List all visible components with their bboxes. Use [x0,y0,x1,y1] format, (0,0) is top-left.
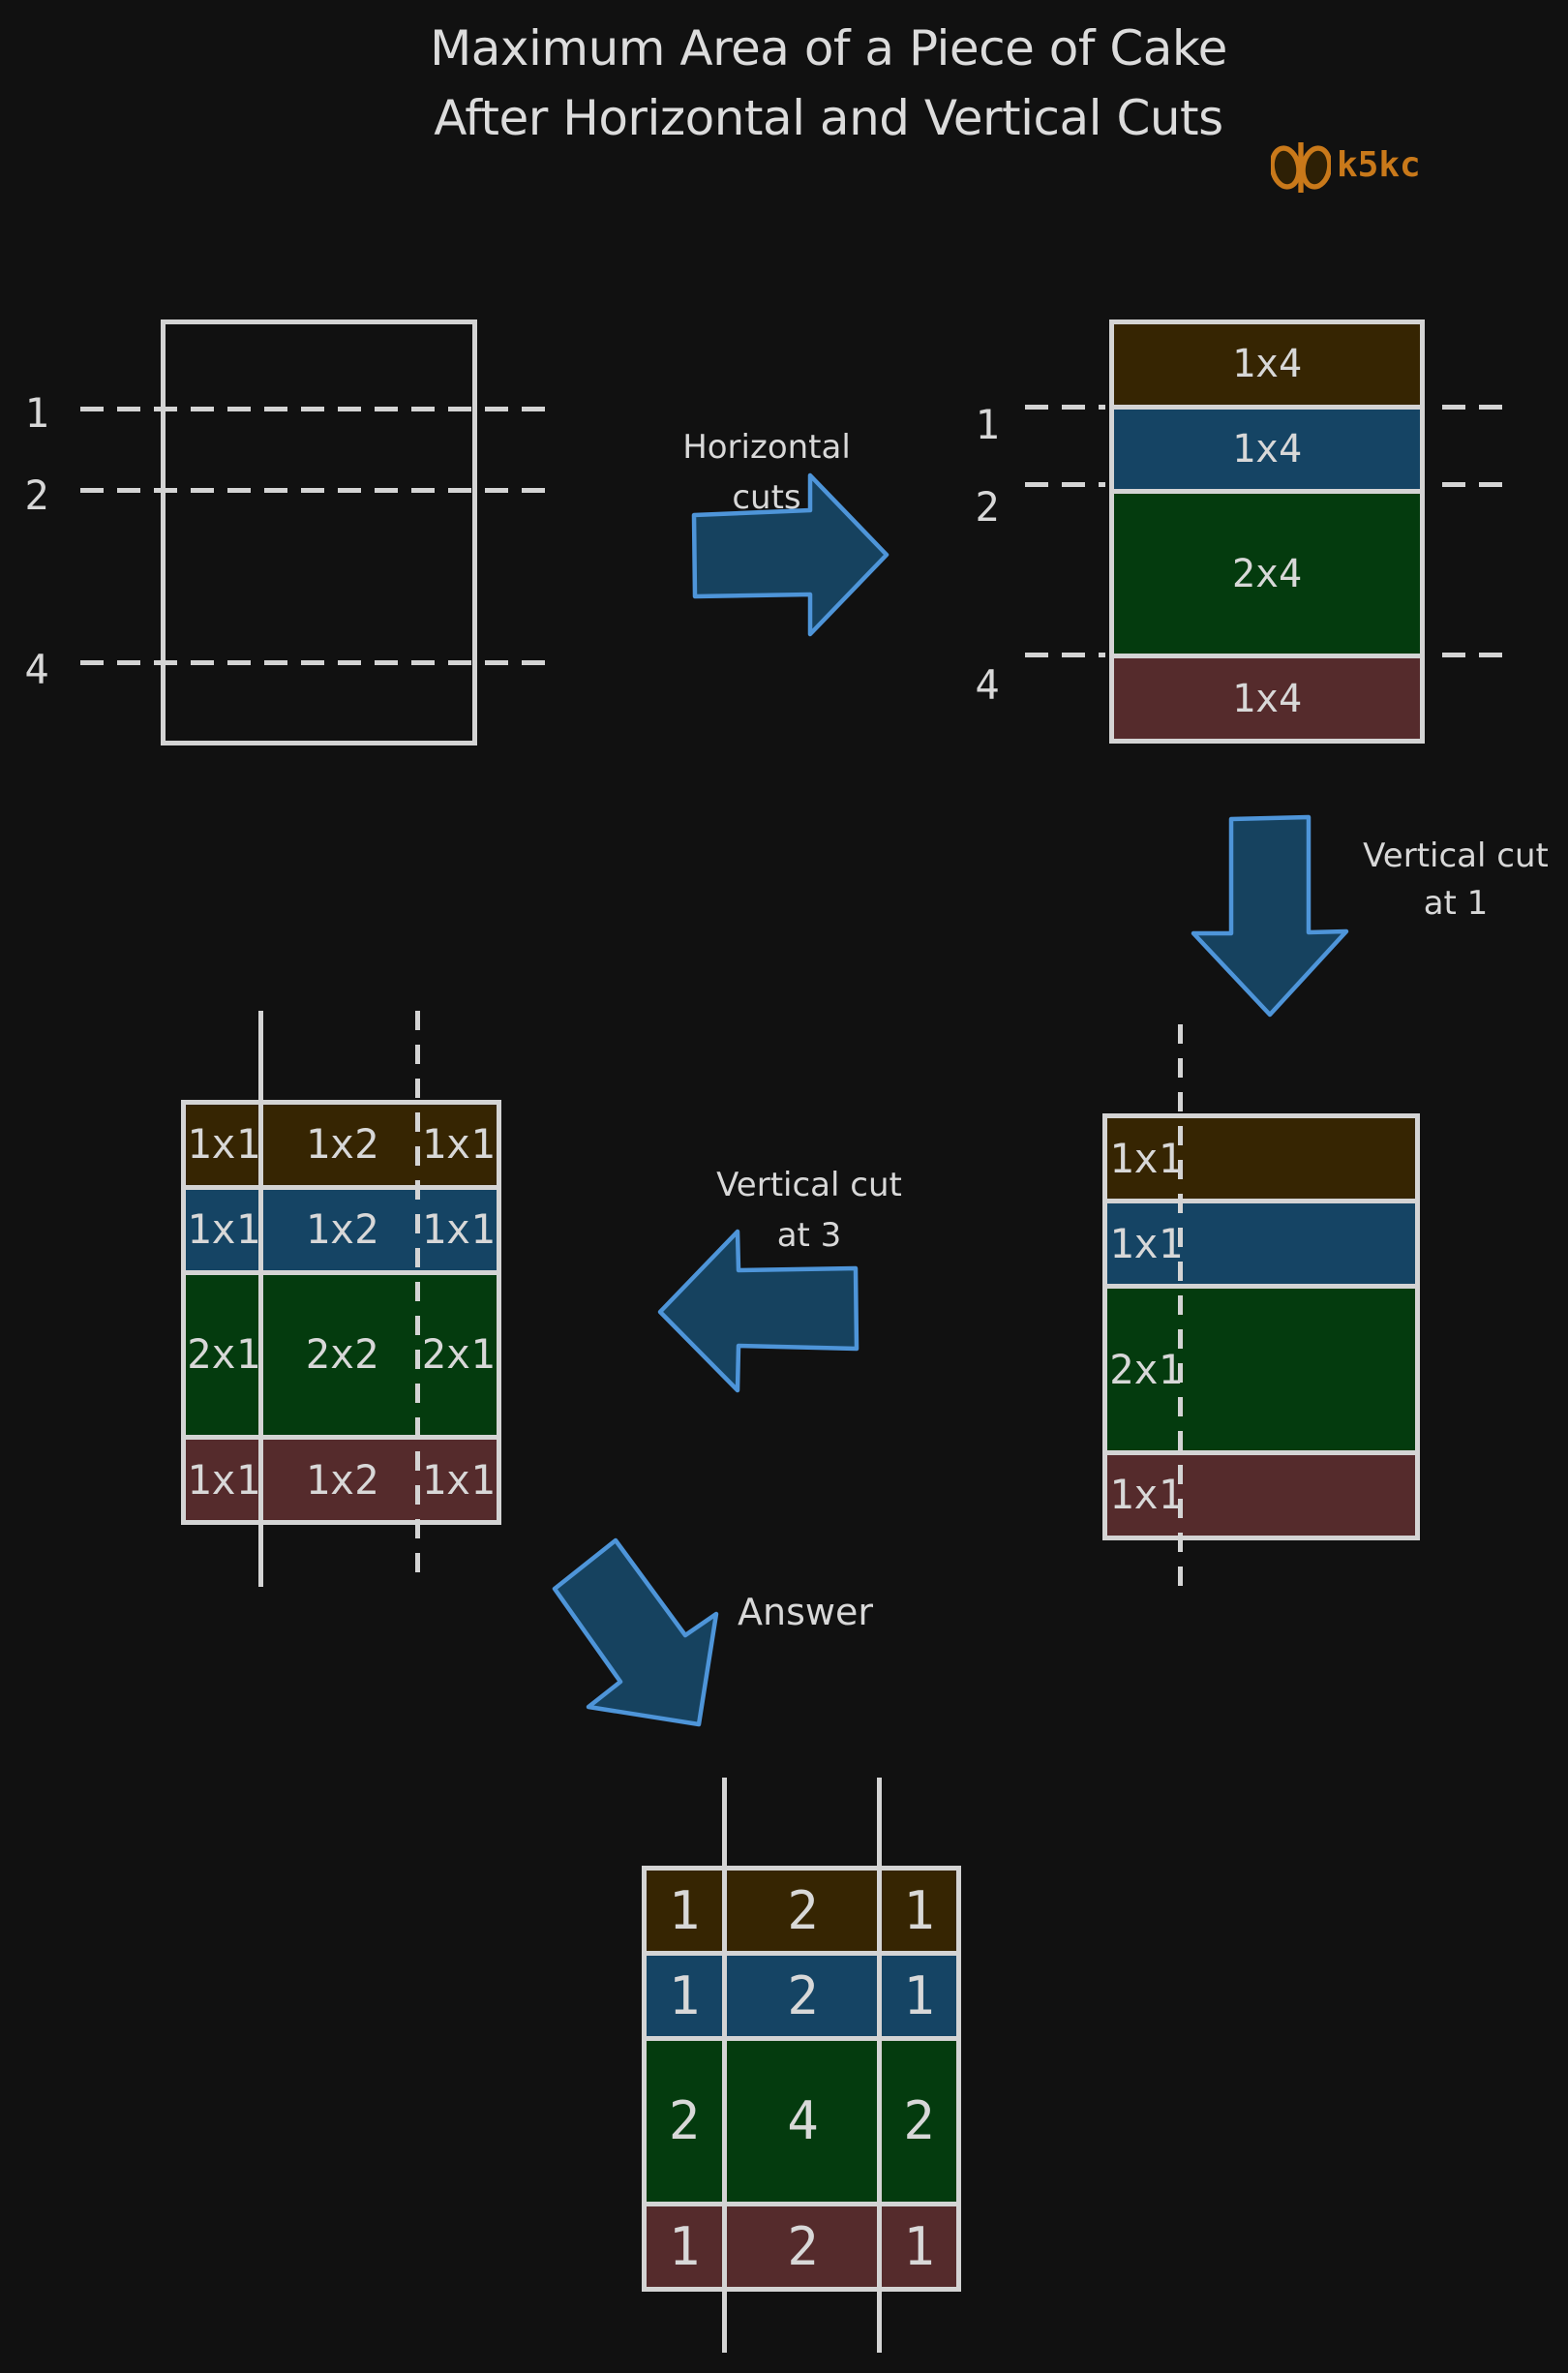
piece-row-green: 2x1 2x2 2x1 [186,1274,497,1436]
piece-row-brown: 1 2 1 [647,1871,956,1951]
vertical-cut-1-label-line2: at 1 [1423,884,1489,923]
arrow-left-vertical-cut-3 [657,1229,859,1393]
horizontal-cut-line-2 [80,488,552,493]
cake-after-vertical-cut-1: 1x1 1x1 2x1 1x1 [1102,1113,1420,1540]
k5kc-butterfly-icon [1271,142,1331,193]
vertical-cut-3-label-line1: Vertical cut [716,1166,902,1204]
arrow-down-vertical-cut-1 [1191,814,1349,1018]
piece-label: 1x2 [305,1205,379,1254]
piece-label: 2x1 [187,1330,260,1379]
area-value: 2 [903,2090,935,2151]
cut-mark-left-4 [1025,653,1105,657]
area-value: 1 [668,1964,701,2026]
page-title-line1: Maximum Area of a Piece of Cake [430,20,1227,76]
area-value: 2 [787,1879,819,1941]
piece-label: 1x1 [421,1205,496,1254]
done-cut-line-at-1 [258,1011,263,1587]
piece-1x4-maroon: 1x4 [1114,658,1420,739]
piece-label: 2x4 [1231,551,1303,596]
vertical-cut-line-at-1 [1178,1024,1183,1597]
horizontal-cut-line-1 [80,407,552,411]
piece-1x4-blue: 1x4 [1114,409,1420,490]
page-title: Maximum Area of a Piece of Cake After Ho… [93,14,1564,153]
piece-2x1-green: 2x1 [1107,1289,1415,1450]
area-value: 1 [668,1879,701,1941]
final-cut-line-1 [722,1778,727,2353]
cake-initial [161,319,477,745]
answer-label: Answer [738,1591,873,1633]
cut-label-1: 1 [24,389,49,437]
piece-label: 1x1 [187,1455,260,1504]
vertical-cut-3-label-line2: at 3 [776,1216,842,1255]
piece-label: 1x1 [187,1205,260,1254]
piece-row-maroon: 1 2 1 [647,2206,956,2287]
piece-row-blue: 1x1 1x2 1x1 [186,1189,497,1270]
area-value: 4 [787,2090,819,2151]
piece-1x1-brown: 1x1 [1107,1118,1415,1200]
piece-row-green: 2 4 2 [647,2041,956,2202]
piece-label: 1x1 [1109,1134,1183,1182]
cut-label-4: 4 [24,646,49,693]
cut-mark-right-4 [1442,653,1502,657]
cake-after-horizontal-cuts: 1x4 1x4 2x4 1x4 [1109,319,1425,744]
piece-label: 1x2 [305,1455,379,1504]
cake-after-vertical-cut-3: 1x1 1x2 1x1 1x1 1x2 1x1 2x1 2x2 2x1 1x1 … [181,1100,501,1525]
area-value: 2 [787,2215,819,2277]
horizontal-cuts-label-line1: Horizontal [682,428,851,467]
area-value: 1 [668,2215,701,2277]
piece-label: 1x2 [305,1120,379,1169]
vertical-cut-line-at-3 [415,1011,420,1587]
final-cut-line-3 [877,1778,882,2353]
piece-label: 1x4 [1231,342,1303,387]
area-value: 1 [903,2215,935,2277]
piece-2x4-green: 2x4 [1114,494,1420,654]
piece-label: 1x1 [421,1455,496,1504]
piece-row-maroon: 1x1 1x2 1x1 [186,1440,497,1520]
arrow-right-horizontal-cuts [691,472,890,637]
area-value: 1 [903,1964,935,2026]
piece-1x1-maroon: 1x1 [1107,1454,1415,1536]
piece-label: 1x1 [1109,1471,1183,1519]
piece-1x4-brown: 1x4 [1114,324,1420,405]
area-value: 2 [787,1964,819,2026]
cut-mark-left-1 [1025,405,1105,410]
piece-label: 1x4 [1231,426,1303,472]
piece-1x1-blue: 1x1 [1107,1203,1415,1285]
cut-label-2: 2 [975,483,1000,531]
piece-label: 1x4 [1231,676,1303,721]
piece-label: 1x1 [421,1120,496,1169]
cut-mark-right-1 [1442,405,1502,410]
piece-label: 2x1 [1109,1345,1183,1393]
page-title-line2: After Horizontal and Vertical Cuts [434,90,1223,146]
cut-label-2: 2 [24,472,49,519]
cut-label-4: 4 [975,661,1000,709]
area-value: 2 [668,2090,701,2151]
cake-answer: 1 2 1 1 2 1 2 4 2 1 2 1 [642,1866,961,2292]
arrow-diagonal-answer [552,1537,719,1727]
area-value: 1 [903,1879,935,1941]
cut-mark-left-2 [1025,482,1105,487]
piece-label: 1x1 [1109,1219,1183,1267]
cut-mark-right-2 [1442,482,1502,487]
piece-label: 2x1 [421,1330,496,1379]
horizontal-cut-line-4 [80,660,552,665]
logo-text: k5kc [1337,145,1421,185]
piece-row-blue: 1 2 1 [647,1956,956,2036]
piece-row-brown: 1x1 1x2 1x1 [186,1105,497,1185]
cut-label-1: 1 [975,401,1000,448]
piece-label: 2x2 [305,1330,379,1379]
piece-label: 1x1 [187,1120,260,1169]
vertical-cut-1-label-line1: Vertical cut [1363,837,1549,875]
